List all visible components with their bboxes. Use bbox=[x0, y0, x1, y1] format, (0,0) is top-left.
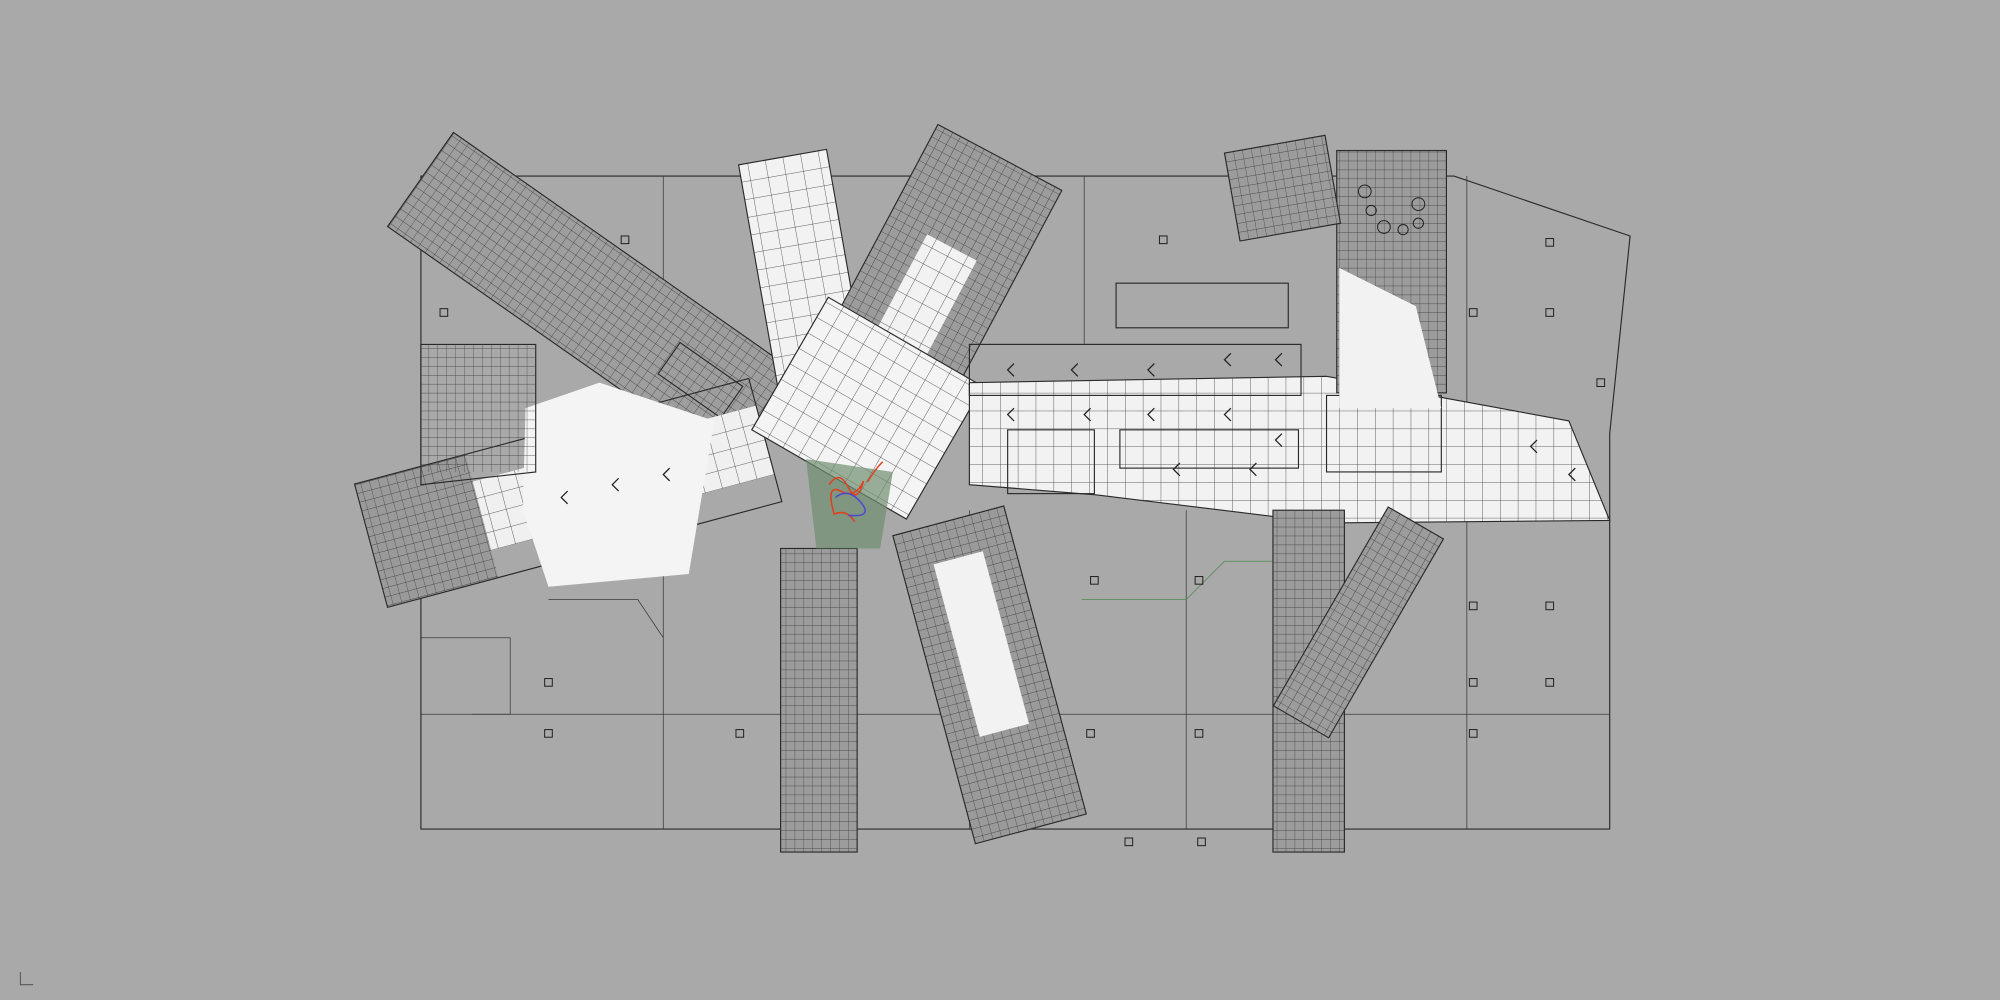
column-marker-icon bbox=[1086, 729, 1095, 738]
column-marker-icon bbox=[1197, 837, 1206, 847]
corridor-east bbox=[968, 282, 1611, 524]
column-marker-icon bbox=[1194, 576, 1204, 585]
direction-arrow-icon bbox=[1083, 407, 1092, 422]
column-marker-icon bbox=[439, 308, 449, 317]
column-marker-icon bbox=[1124, 837, 1134, 847]
column-marker-icon bbox=[1468, 678, 1478, 687]
column-marker-icon bbox=[735, 729, 745, 738]
wing-south-east bbox=[892, 505, 1087, 845]
column-marker-icon bbox=[1545, 678, 1555, 687]
direction-arrow-icon bbox=[1274, 352, 1283, 367]
direction-arrow-icon bbox=[1172, 462, 1181, 477]
direction-arrow-icon bbox=[560, 490, 569, 505]
direction-arrow-icon bbox=[1070, 363, 1079, 377]
wing-far-northeast bbox=[1223, 134, 1342, 242]
column-marker-icon bbox=[1596, 378, 1606, 387]
column-marker-icon bbox=[1194, 729, 1204, 738]
direction-arrow-icon bbox=[1223, 407, 1232, 422]
direction-arrow-icon bbox=[1529, 439, 1538, 454]
wing-east-north bbox=[1336, 149, 1448, 409]
direction-arrow-icon bbox=[1567, 467, 1576, 482]
column-marker-icon bbox=[1545, 238, 1555, 247]
direction-arrow-icon bbox=[1147, 407, 1155, 422]
direction-arrow-icon bbox=[611, 477, 620, 492]
column-marker-icon bbox=[1468, 729, 1478, 738]
column-marker-icon bbox=[1468, 308, 1478, 317]
wing-south bbox=[780, 459, 893, 853]
column-marker-icon bbox=[620, 235, 630, 245]
direction-arrow-icon bbox=[1274, 433, 1283, 447]
column-marker-icon bbox=[1468, 601, 1478, 611]
direction-arrow-icon bbox=[1006, 363, 1015, 377]
column-marker-icon bbox=[1545, 601, 1555, 611]
people-trace bbox=[828, 461, 884, 523]
world-axis-icon bbox=[19, 971, 34, 986]
direction-arrows bbox=[560, 352, 1576, 505]
direction-arrow-icon bbox=[1223, 352, 1232, 367]
column-marker-icon bbox=[544, 729, 553, 738]
direction-arrow-icon bbox=[1147, 363, 1155, 377]
direction-arrow-icon bbox=[662, 467, 671, 482]
tree-icon bbox=[1357, 184, 1426, 236]
column-marker-icon bbox=[1158, 235, 1168, 245]
wing-southeast-diagonal bbox=[1272, 506, 1445, 739]
structural-columns bbox=[439, 235, 1606, 847]
column-marker-icon bbox=[1545, 308, 1555, 317]
direction-arrow-icon bbox=[1006, 407, 1015, 422]
column-marker-icon bbox=[1090, 576, 1099, 585]
column-marker-icon bbox=[544, 678, 553, 687]
direction-arrow-icon bbox=[1249, 462, 1257, 477]
wing-west-rooms bbox=[420, 343, 715, 587]
